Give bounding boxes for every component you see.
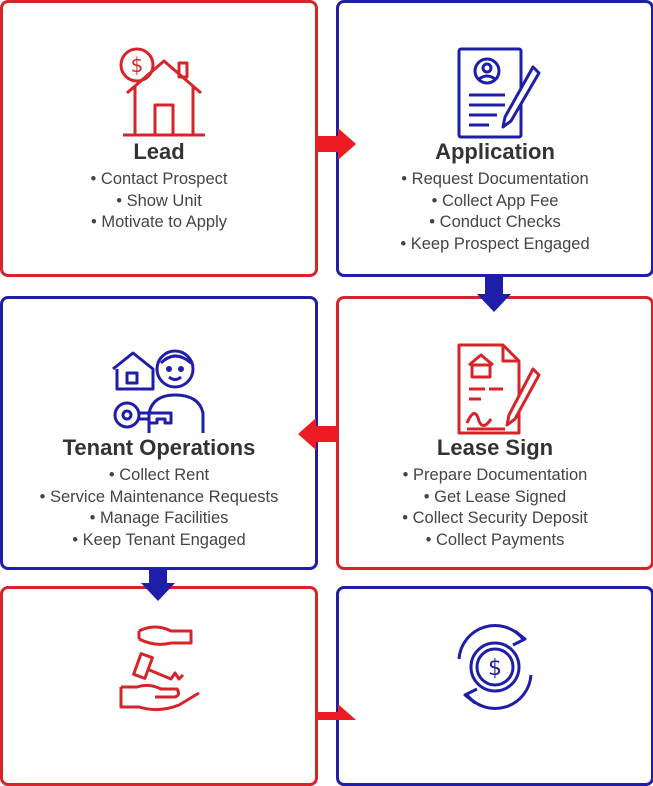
bullet-item: Get Lease Signed <box>339 487 651 509</box>
card-bullets: Prepare Documentation Get Lease Signed C… <box>339 465 651 551</box>
card-title: Lead <box>133 139 185 164</box>
application-document-icon <box>457 47 541 139</box>
arrow-down-icon <box>141 569 175 601</box>
handover-key-icon <box>119 625 200 712</box>
bullet-item: Manage Facilities <box>3 508 315 530</box>
house-dollar-icon: $ <box>119 47 205 137</box>
card-tenant-operations: Tenant Operations Collect Rent Service M… <box>0 296 318 570</box>
bullet-item: Collect Rent <box>3 465 315 487</box>
bullet-item: Collect Payments <box>339 530 651 552</box>
card-lease-sign: Lease Sign Prepare Documentation Get Lea… <box>336 296 653 570</box>
arrow-down-icon <box>477 276 511 312</box>
card-renewal: $ <box>336 586 653 786</box>
bullet-item: Collect Security Deposit <box>339 508 651 530</box>
svg-text:$: $ <box>131 53 144 77</box>
svg-text:$: $ <box>488 656 502 681</box>
card-bullets: Request Documentation Collect App Fee Co… <box>339 169 651 255</box>
card-lead: $ Lead Contact Prospect Show Unit Motiva… <box>0 0 318 277</box>
tenant-key-icon <box>112 349 205 433</box>
arrow-left-icon <box>298 418 338 450</box>
card-title: Tenant Operations <box>62 435 256 460</box>
bullet-item: Prepare Documentation <box>339 465 651 487</box>
dollar-cycle-icon: $ <box>457 624 533 710</box>
bullet-item: Motivate to Apply <box>3 212 315 234</box>
arrow-right-icon <box>316 704 356 720</box>
lease-contract-icon <box>457 343 541 435</box>
card-title: Lease Sign <box>436 435 554 460</box>
card-bullets: Contact Prospect Show Unit Motivate to A… <box>3 169 315 234</box>
bullet-item: Request Documentation <box>339 169 651 191</box>
card-bullets: Collect Rent Service Maintenance Request… <box>3 465 315 551</box>
bullet-item: Collect App Fee <box>339 191 651 213</box>
bullet-item: Keep Tenant Engaged <box>3 530 315 552</box>
bullet-item: Conduct Checks <box>339 212 651 234</box>
bullet-item: Service Maintenance Requests <box>3 487 315 509</box>
bullet-item: Contact Prospect <box>3 169 315 191</box>
arrow-right-icon <box>316 128 356 160</box>
card-move-out <box>0 586 318 786</box>
card-title: Application <box>435 139 555 164</box>
bullet-item: Show Unit <box>3 191 315 213</box>
bullet-item: Keep Prospect Engaged <box>339 234 651 256</box>
card-application: Application Request Documentation Collec… <box>336 0 653 277</box>
